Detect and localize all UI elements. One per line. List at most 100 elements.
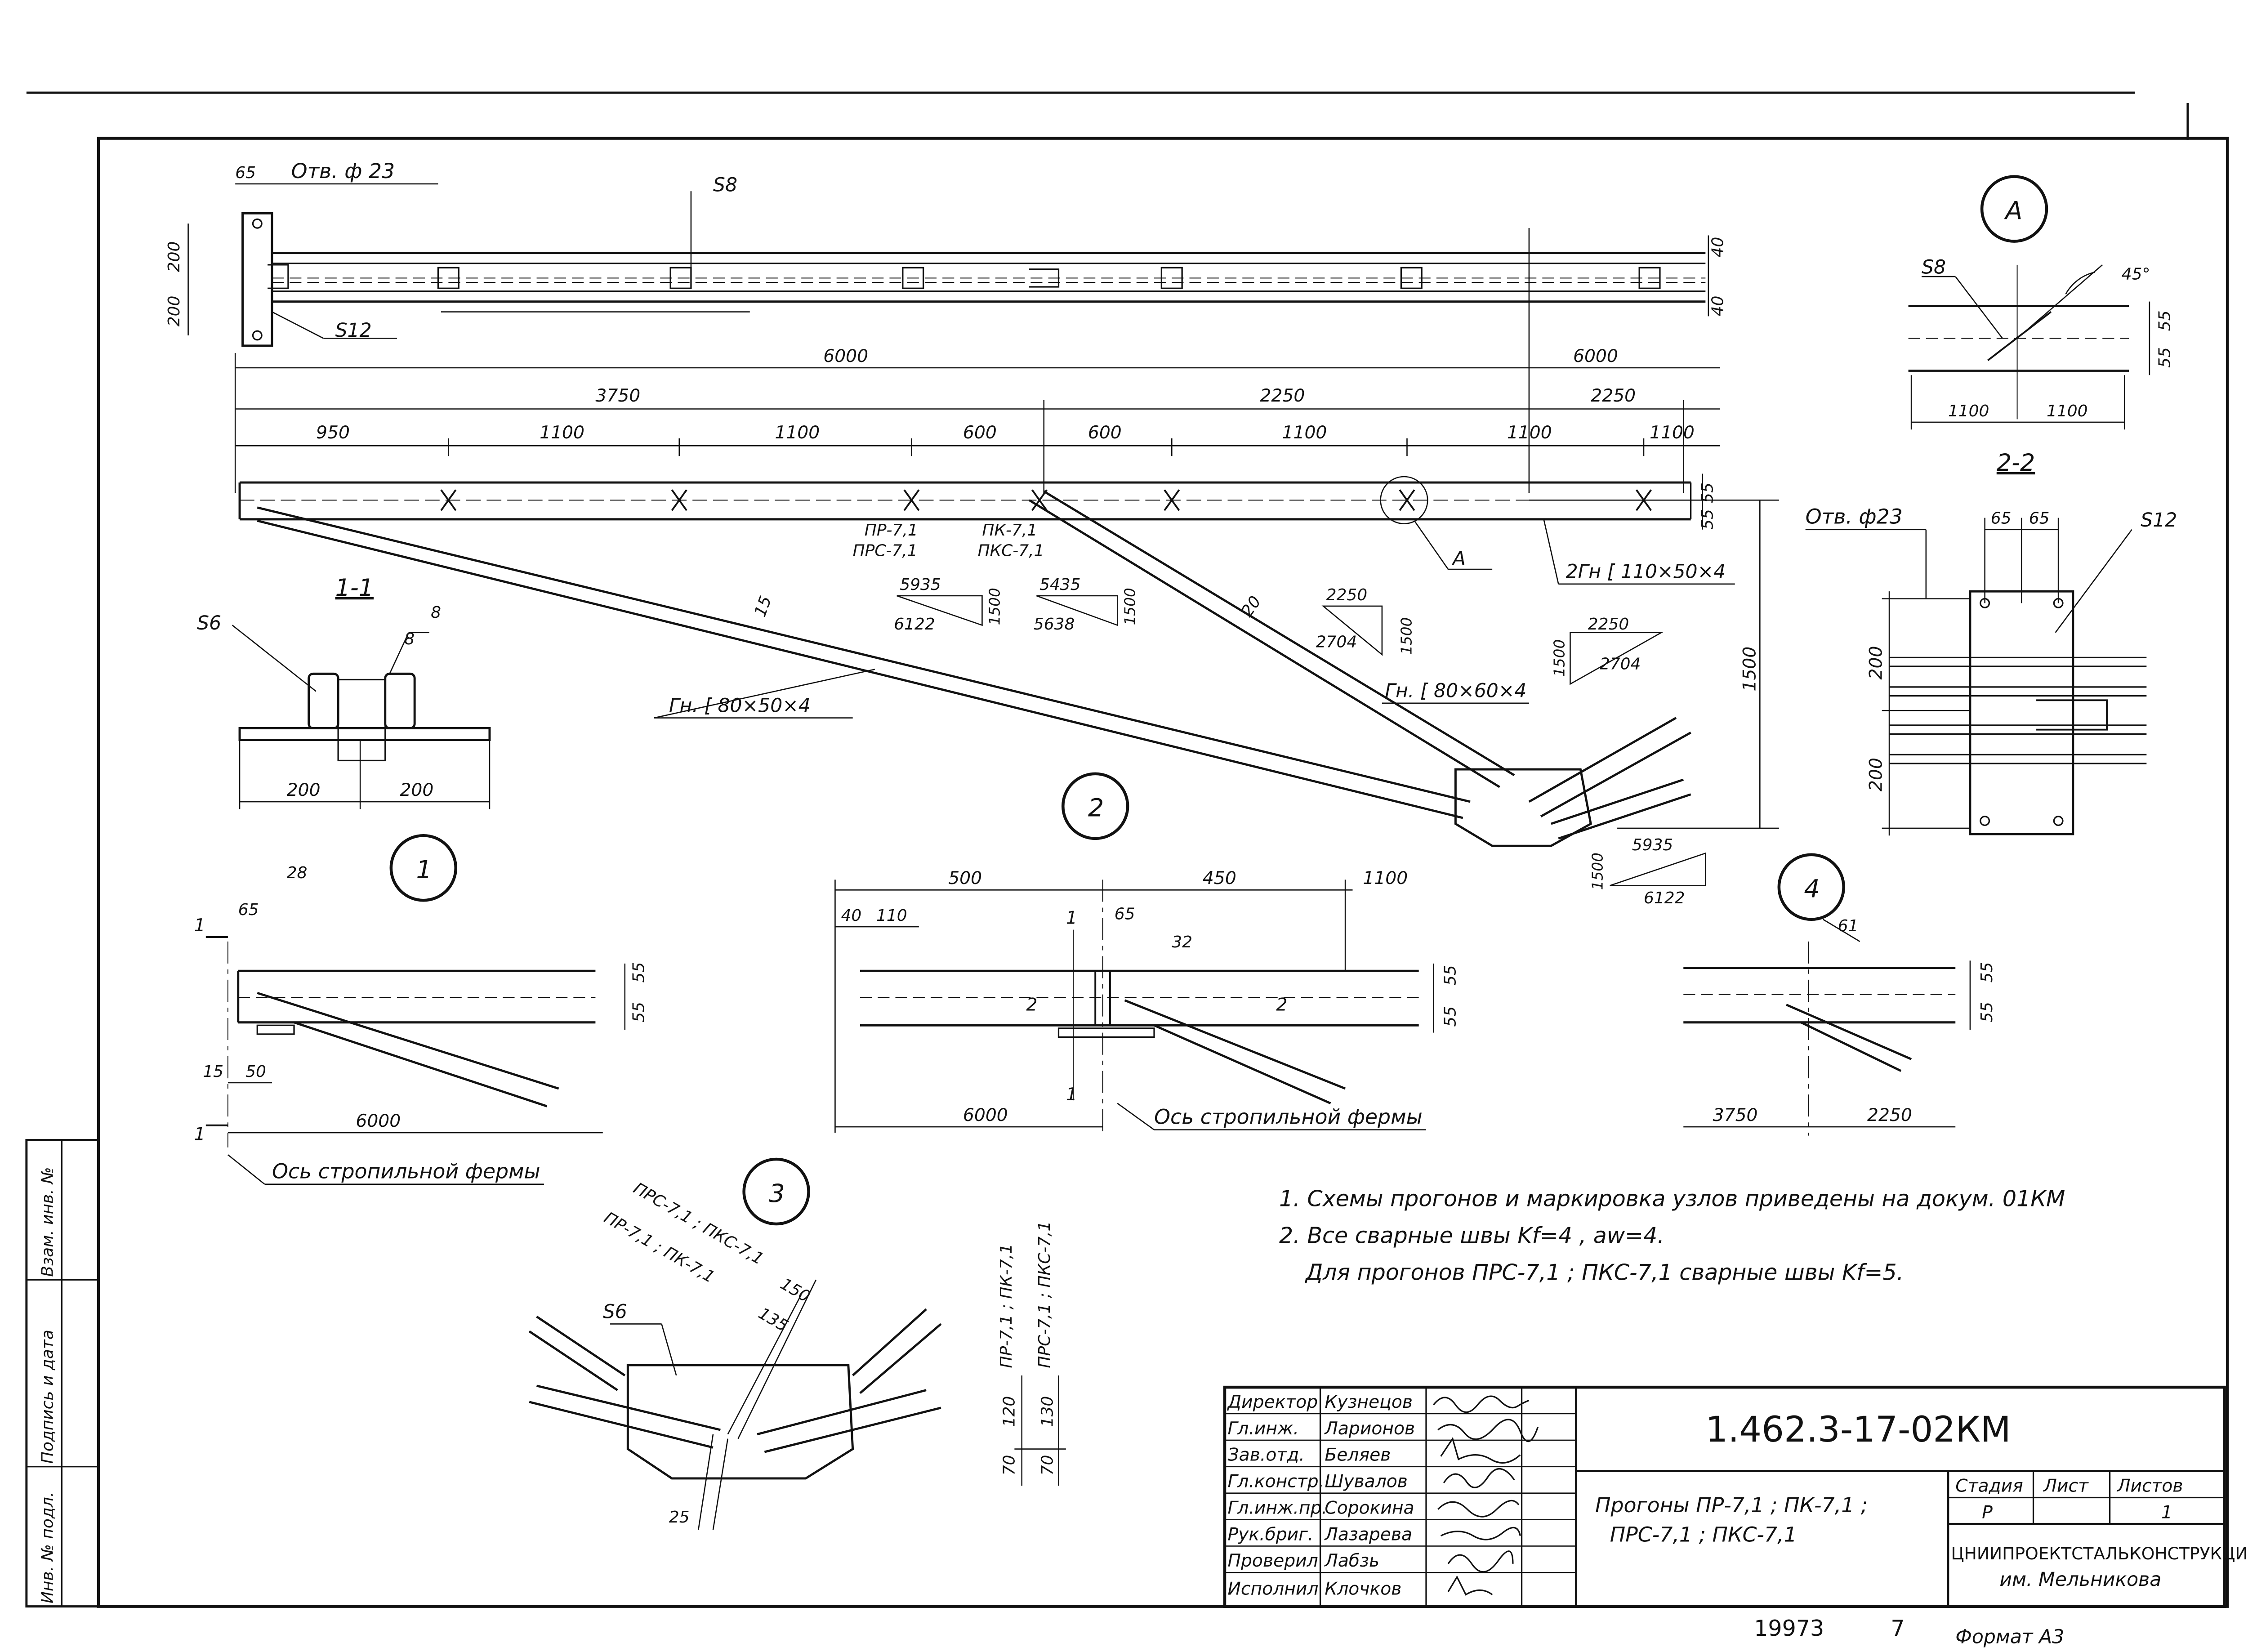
section-2-2-title: 2-2 — [1997, 449, 2035, 477]
node-1-d28: 28 — [287, 864, 308, 882]
detail-a-angle: 45° — [2122, 265, 2150, 284]
node-2-cut2: 1 — [1066, 1085, 1077, 1105]
tri3-b: 2704 — [1316, 633, 1357, 651]
section-2-2: 2-2 Отв. ф23 200 200 65 65 S12 — [1805, 449, 2177, 836]
section-1-1-dim8b: 8 — [404, 630, 415, 648]
node-3-d120: 120 — [1000, 1396, 1018, 1427]
dim-600-a: 600 — [963, 423, 997, 443]
node-1-d6000: 6000 — [356, 1111, 401, 1131]
tb-sheets-label: Листов — [2116, 1476, 2183, 1496]
tb-sheet-label: Лист — [2043, 1476, 2089, 1496]
tb-name-2: Беляев — [1325, 1445, 1391, 1465]
main-profile-label: 2Гн [ 110×50×4 — [1566, 561, 1726, 583]
tri2-a: 5435 — [1039, 576, 1081, 594]
tb-role-2: Зав.отд. — [1228, 1445, 1305, 1465]
title-block: Директор Кузнецов Гл.инж. Ларионов Зав.о… — [1223, 1385, 2248, 1648]
tb-name-6: Лабзь — [1324, 1551, 1379, 1571]
node-3-d135: 135 — [755, 1304, 791, 1335]
top-dim-200a: 200 — [165, 241, 183, 272]
tri2-b: 5638 — [1034, 615, 1075, 634]
top-s8-label: S8 — [713, 174, 737, 196]
tb-role-4: Гл.инж.пр. — [1228, 1498, 1327, 1518]
top-view: Отв. ф 23 65 S8 S12 200 200 40 40 — [165, 159, 1727, 347]
node-1-cut2: 1 — [194, 1124, 205, 1144]
dim-55-b: 55 — [1699, 509, 1717, 530]
detail-a-55a: 55 — [2156, 310, 2174, 331]
tb-name-7: Клочков — [1325, 1579, 1401, 1599]
bolt-20: 20 — [1238, 593, 1265, 620]
tb-page-num: 7 — [1891, 1615, 1905, 1641]
tri1-a: 5935 — [900, 576, 941, 594]
dim-1100-d: 1100 — [1507, 423, 1552, 443]
section-2-2-d200b: 200 — [1866, 758, 1887, 791]
tb-format: Формат А3 — [1955, 1626, 2064, 1648]
node-2-d40: 40 — [841, 906, 861, 925]
dim-6000-right: 6000 — [1573, 346, 1618, 366]
tb-name-1: Ларионов — [1324, 1419, 1415, 1439]
node-1-axis: Ось стропильной фермы — [272, 1159, 540, 1183]
node-2-d55b: 55 — [1441, 1006, 1459, 1027]
tb-title-1: Прогоны ПР-7,1 ; ПК-7,1 ; — [1595, 1493, 1868, 1517]
dim-1100-b: 1100 — [775, 423, 820, 443]
mark-pks: ПКС-7,1 — [978, 542, 1044, 560]
node-4-d55b: 55 — [1978, 1002, 1996, 1022]
section-1-1-w200b: 200 — [400, 780, 433, 800]
tri5-c: 1500 — [1589, 853, 1606, 890]
node-3-m3: ПР-7,1 ; ПК-7,1 — [997, 1244, 1016, 1368]
section-1-1: 1-1 200 200 S6 8 8 — [197, 574, 491, 809]
tri3-a: 2250 — [1326, 586, 1368, 604]
tb-stage-value: Р — [1982, 1502, 1993, 1523]
elevation-view: А 2Гн [ 110×50×4 ПР-7,1 ПРС-7,1 ПК-7,1 П… — [238, 473, 1779, 907]
detail-a-55b: 55 — [2156, 347, 2174, 368]
node-1-cut1: 1 — [194, 915, 205, 936]
dim-950: 950 — [316, 423, 350, 443]
side-inv-podl: Инв. № подл. — [39, 1492, 57, 1603]
note-1: 1. Схемы прогонов и маркировка узлов при… — [1279, 1186, 2065, 1212]
node-3-d70a: 70 — [1000, 1455, 1018, 1476]
tb-org-1: ЦНИИПРОЕКТСТАЛЬКОНСТРУКЦИЯ — [1951, 1544, 2248, 1563]
side-sign-date: Подпись и дата — [39, 1330, 57, 1464]
node-2-d32: 32 — [1172, 933, 1192, 951]
top-s12-label: S12 — [335, 320, 372, 342]
mark-prs: ПРС-7,1 — [853, 542, 918, 560]
tri4-a: 2250 — [1588, 615, 1629, 634]
note-3: Для прогонов ПРС-7,1 ; ПКС-7,1 сварные ш… — [1305, 1259, 1904, 1285]
node-4-d3750: 3750 — [1713, 1105, 1758, 1125]
tb-role-3: Гл.констр. — [1228, 1472, 1325, 1492]
node-3-s6: S6 — [603, 1301, 627, 1323]
tri2-c: 1500 — [1122, 588, 1139, 625]
detail-a-1100b: 1100 — [2047, 402, 2088, 420]
detail-a-1100a: 1100 — [1948, 402, 1989, 420]
dim-1100-a: 1100 — [540, 423, 584, 443]
node-2: 2 500 450 1100 40 110 1 1 2 2 65 32 55 5… — [834, 772, 1459, 1133]
dim-2250-mid: 2250 — [1260, 386, 1305, 406]
tb-role-1: Гл.инж. — [1228, 1419, 1299, 1439]
node-2-cut1: 1 — [1066, 908, 1077, 929]
node-3: 3 S6 ПРС-7,1 ; ПКС-7,1 ПР-7,1 ; ПК-7,1 1… — [528, 1157, 1066, 1530]
node-3-m4: ПРС-7,1 ; ПКС-7,1 — [1035, 1221, 1054, 1368]
tri5-a: 5935 — [1632, 836, 1673, 854]
mark-pk: ПК-7,1 — [982, 521, 1037, 540]
node-3-title: 3 — [769, 1179, 785, 1208]
section-2-2-d200a: 200 — [1866, 646, 1887, 680]
tri1-c: 1500 — [986, 588, 1004, 625]
node-2-cut3: 2 — [1026, 995, 1038, 1015]
node-4-d55a: 55 — [1978, 962, 1996, 983]
side-vzam: Взам. инв. № — [39, 1167, 57, 1277]
node-2-d110: 110 — [876, 906, 907, 925]
dim-2250-right: 2250 — [1591, 386, 1636, 406]
node-4-title: 4 — [1804, 875, 1820, 904]
detail-a: А 45° S8 1100 1100 55 55 — [1908, 175, 2174, 430]
side-stamp: Взам. инв. № Подпись и дата Инв. № подл. — [25, 1139, 100, 1608]
dim-55-a: 55 — [1699, 482, 1717, 503]
top-dim-65: 65 — [235, 164, 256, 182]
tb-sheets-value: 1 — [2161, 1502, 2172, 1523]
node-1-d55b: 55 — [629, 1002, 648, 1022]
notes: 1. Схемы прогонов и маркировка узлов при… — [1279, 1186, 2065, 1286]
detail-a-s8: S8 — [1922, 257, 1946, 279]
section-2-2-otv: Отв. ф23 — [1806, 505, 1903, 529]
dim-1100-e: 1100 — [1650, 423, 1695, 443]
brace2-label: Гн. [ 80×60×4 — [1385, 680, 1526, 702]
signatures — [1433, 1395, 1539, 1596]
